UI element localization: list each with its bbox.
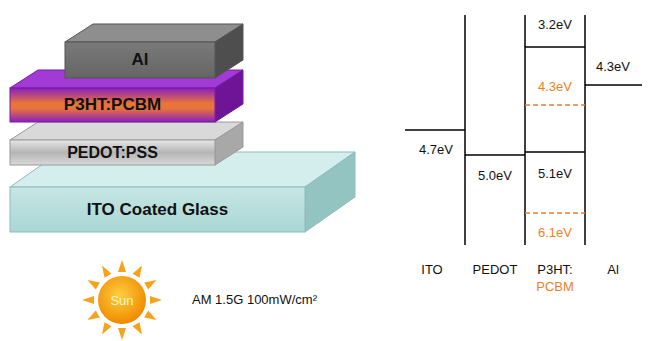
material-name: ITO: [421, 263, 442, 277]
energy-value: 4.7eV: [419, 143, 453, 157]
sun-ray: [87, 280, 99, 290]
sun-ray: [102, 265, 112, 277]
substrate-box: ITO Coated Glass: [10, 187, 305, 232]
illumination-note: AM 1.5G 100mW/cm²: [192, 293, 317, 307]
sun-disc: [98, 276, 146, 324]
pedot-layer: [10, 122, 243, 165]
sun-ray: [118, 328, 126, 340]
energy-value: 4.3eV: [596, 60, 630, 74]
sun-rays: [82, 260, 162, 340]
sun-ray: [118, 260, 126, 272]
sun-ray: [150, 296, 162, 304]
sun-ray: [133, 265, 143, 277]
electrode-box: Al: [65, 42, 215, 78]
al-electrode: [65, 24, 243, 78]
layer-name: ITO Coated Glass: [87, 200, 228, 220]
material-name: PEDOT: [473, 263, 518, 277]
sun-ray: [144, 311, 156, 321]
sun-ray: [82, 296, 94, 304]
sun-ray: [87, 311, 99, 321]
layer-name: PEDOT:PSS: [67, 144, 158, 162]
layer-box: PEDOT:PSS: [10, 140, 215, 165]
energy-value: 3.2eV: [538, 18, 572, 32]
material-name: P3HT:: [537, 263, 572, 277]
material-name: PCBM: [536, 280, 574, 294]
pcbm-levels: [525, 105, 585, 213]
material-name: Al: [607, 263, 619, 277]
sun-ray: [144, 280, 156, 290]
layer-name: Sun: [110, 293, 133, 308]
layer-name: P3HT:PCBM: [64, 95, 161, 115]
energy-value: 6.1eV: [538, 226, 572, 240]
layer-box: P3HT:PCBM: [10, 88, 215, 122]
energy-value: 5.1eV: [538, 167, 572, 181]
energy-levels: [405, 15, 642, 245]
sun-circle: Sun: [98, 276, 146, 324]
energy-value: 5.0eV: [478, 169, 512, 183]
layer-name: Al: [132, 50, 149, 70]
sun-ray: [133, 322, 143, 334]
energy-value: 4.3eV: [538, 80, 572, 94]
sun-ray: [102, 322, 112, 334]
